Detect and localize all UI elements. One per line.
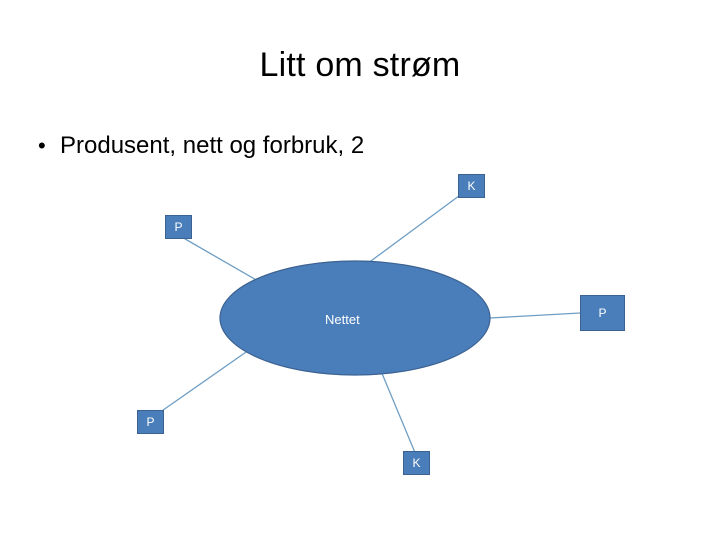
connector-p-right [489,312,581,319]
node-k-bottom[interactable]: K [403,451,430,475]
node-p-right[interactable]: P [580,295,625,331]
node-k-top[interactable]: K [458,174,485,198]
bullet-text: Produsent, nett og forbruk, 2 [60,132,365,159]
node-p-right-label: P [598,306,607,320]
connector-k-bottom [380,370,417,456]
connector-k-top [355,189,468,273]
center-ellipse [219,260,491,376]
node-k-top-label: K [467,179,476,193]
node-p-lower-left[interactable]: P [137,410,164,434]
center-ellipse-label: Nettet [325,312,360,327]
node-k-bottom-label: K [412,456,421,470]
node-p-upper-left[interactable]: P [165,215,192,239]
node-p-upper-left-label: P [174,220,183,234]
bullet-marker: • [38,133,46,158]
node-p-lower-left-label: P [146,415,155,429]
bullet-item: • Produsent, nett og forbruk, 2 [38,132,364,160]
page-title: Litt om strøm [259,46,461,84]
connector-p-upper-left [179,235,259,282]
connector-p-lower-left [155,349,250,416]
